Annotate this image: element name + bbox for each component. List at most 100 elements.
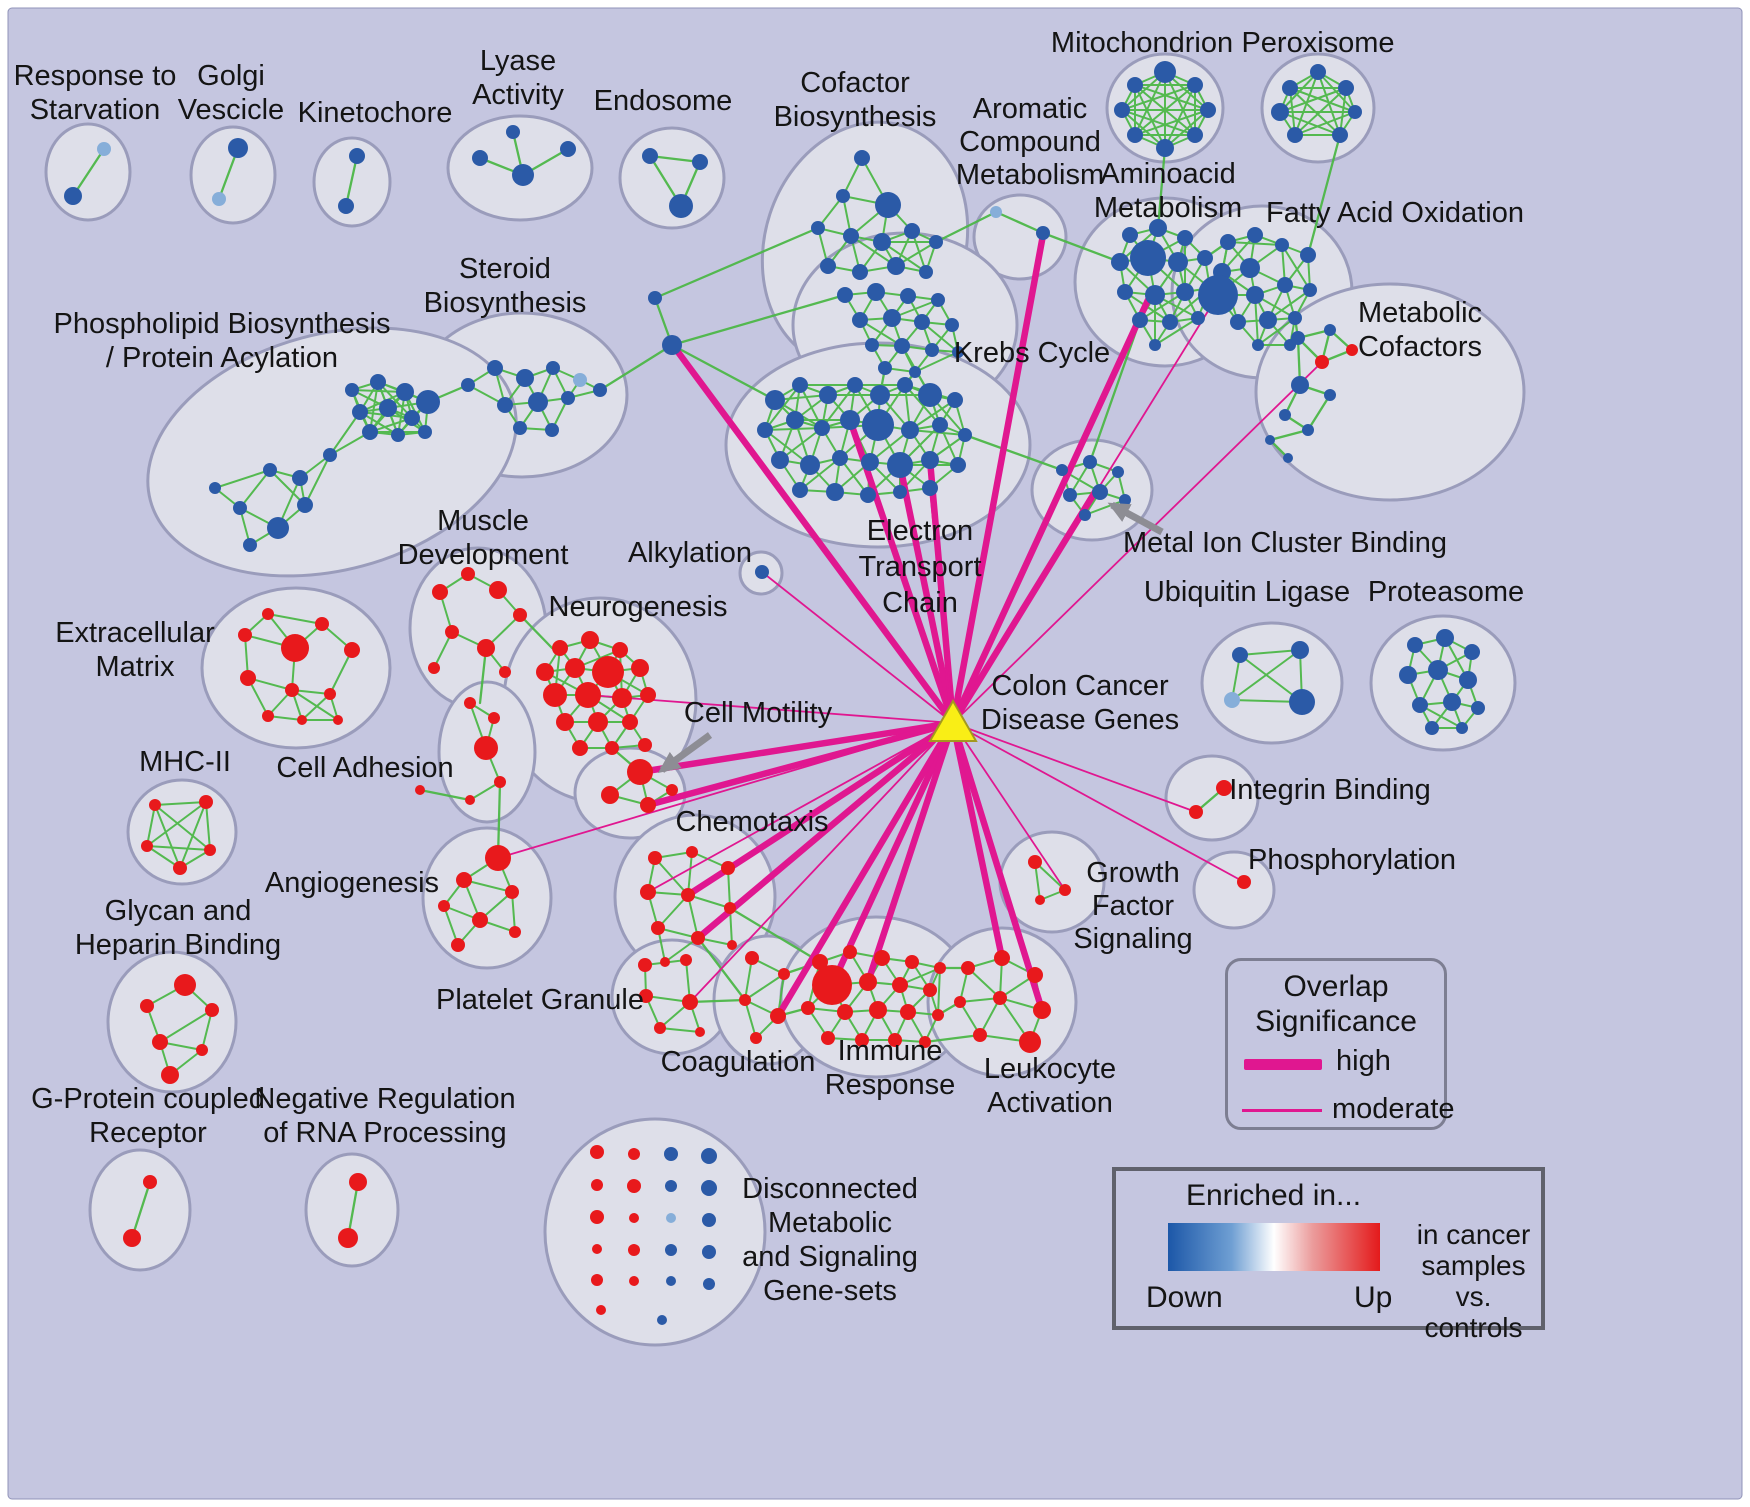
gene-set-node xyxy=(954,996,966,1008)
gene-set-node xyxy=(238,628,252,642)
gene-set-edge xyxy=(344,154,359,208)
gene-set-node xyxy=(640,797,656,813)
label-kinetochore: Kinetochore xyxy=(298,97,453,129)
gene-set-node xyxy=(1200,102,1216,118)
gene-set-node xyxy=(860,487,876,503)
gene-set-node xyxy=(847,377,863,393)
gene-set-node xyxy=(821,1031,835,1045)
gene-set-node xyxy=(263,463,277,477)
gene-set-node xyxy=(97,142,111,156)
gene-set-node xyxy=(811,221,825,235)
gene-set-node xyxy=(472,150,488,166)
gene-set-node xyxy=(757,422,773,438)
gene-set-node xyxy=(721,861,735,875)
gene-set-node xyxy=(173,861,187,875)
gene-set-edge xyxy=(329,411,361,456)
gene-set-node xyxy=(1407,637,1423,653)
gene-set-node xyxy=(1399,666,1417,684)
gene-set-edge xyxy=(923,1033,982,1044)
gene-set-node xyxy=(161,1066,179,1084)
gene-set-edge xyxy=(764,427,823,431)
gene-set-edge xyxy=(130,1180,152,1240)
gene-set-node xyxy=(993,991,1007,1005)
gene-set-node xyxy=(755,565,769,579)
gene-set-edge xyxy=(728,906,822,964)
gene-set-node xyxy=(1027,967,1043,983)
gene-set-node xyxy=(921,451,939,469)
gene-set-node xyxy=(281,634,309,662)
label-krebs-cycle: Krebs Cycle xyxy=(954,337,1110,369)
gene-set-node xyxy=(657,1315,667,1325)
gene-set-edge xyxy=(744,957,753,1001)
gene-set-node xyxy=(745,951,759,965)
gene-set-node xyxy=(1246,286,1264,304)
gene-set-edge xyxy=(904,384,941,426)
gene-set-node xyxy=(702,1245,716,1259)
label-alkylation: Alkylation xyxy=(628,537,752,569)
gene-set-node xyxy=(812,954,828,970)
gene-set-node xyxy=(961,961,975,975)
gene-set-edge xyxy=(304,454,331,506)
gene-set-node xyxy=(205,1003,219,1017)
label-chemotaxis: Chemotaxis xyxy=(675,806,828,838)
gene-set-node xyxy=(536,663,554,681)
overlap-moderate-edge xyxy=(497,722,954,859)
gene-set-node xyxy=(285,683,299,697)
gene-set-node xyxy=(1459,671,1477,689)
gene-set-edge xyxy=(648,154,702,164)
gene-set-edge xyxy=(670,343,777,402)
gene-set-node xyxy=(892,977,908,993)
gene-set-node xyxy=(513,608,527,622)
gene-set-node xyxy=(461,378,475,392)
gene-set-node xyxy=(565,658,585,678)
gene-set-node xyxy=(345,383,359,397)
gene-set-node xyxy=(556,713,574,731)
gene-set-node xyxy=(1291,641,1309,659)
gene-set-edge xyxy=(654,857,689,896)
gene-set-node xyxy=(560,141,576,157)
gene-set-node xyxy=(497,397,513,413)
gene-set-node xyxy=(209,482,221,494)
gene-set-node xyxy=(590,1210,604,1224)
gene-set-node xyxy=(648,851,662,865)
gene-set-node xyxy=(770,1008,786,1024)
gene-set-node xyxy=(141,840,153,852)
gene-set-node xyxy=(233,501,247,515)
label-phosphorylation: Phosphorylation xyxy=(1248,844,1456,876)
gene-set-node xyxy=(1259,311,1277,329)
gene-set-node xyxy=(669,194,693,218)
gene-set-node xyxy=(196,1044,208,1056)
overlap-moderate-edge xyxy=(952,722,1245,883)
gene-set-node xyxy=(1348,105,1362,119)
colon-cancer-hub-triangle xyxy=(928,698,978,742)
gene-set-node xyxy=(691,931,705,945)
gene-set-node xyxy=(1279,409,1291,421)
gene-set-node xyxy=(792,482,808,498)
overlap-significance-legend: Overlap Significance high moderate xyxy=(1225,958,1455,1130)
enrichment-note: in cancer samples vs. controls xyxy=(1416,1219,1531,1343)
gene-set-node xyxy=(1114,102,1130,118)
gene-set-node xyxy=(456,872,472,888)
gene-set-node xyxy=(591,1179,603,1191)
gene-set-node xyxy=(642,148,658,164)
gene-set-node xyxy=(628,1148,640,1160)
pointer-arrow xyxy=(657,732,713,773)
gene-set-node xyxy=(878,361,892,375)
gene-set-node xyxy=(297,715,307,725)
gene-set-node xyxy=(703,1278,715,1290)
gene-set-node xyxy=(648,291,662,305)
gene-set-node xyxy=(873,233,891,251)
gene-set-edge xyxy=(329,649,353,695)
gene-set-node xyxy=(990,206,1002,218)
gene-set-edge xyxy=(1164,84,1196,149)
label-metal-ion-cluster-binding: Metal Ion Cluster Binding xyxy=(1123,527,1447,559)
gene-set-node xyxy=(590,1145,604,1159)
gene-set-node xyxy=(572,740,588,756)
overlap-moderate-edge xyxy=(952,722,1197,813)
gene-set-edge xyxy=(909,399,956,431)
gene-set-node xyxy=(1324,324,1336,336)
gene-set-node xyxy=(152,1034,168,1050)
